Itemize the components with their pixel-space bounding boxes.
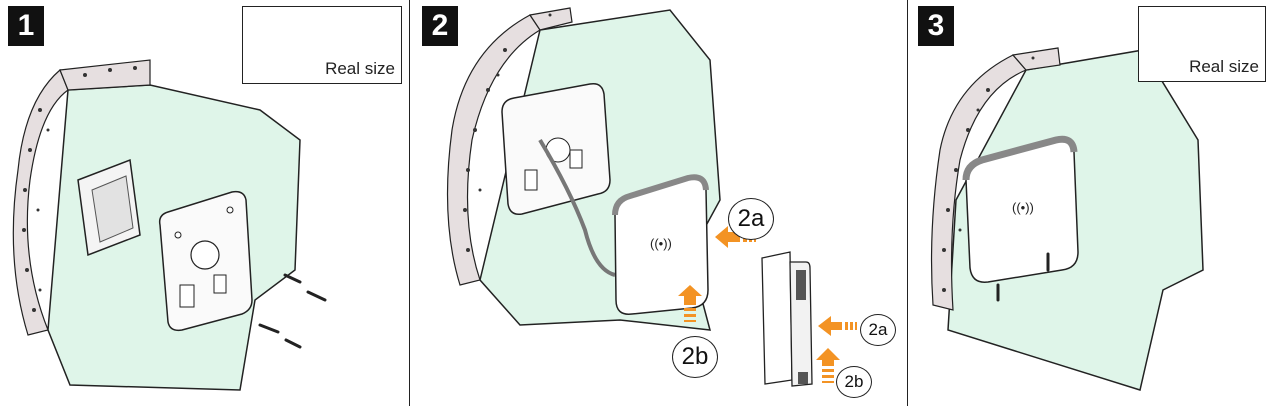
mounting-plate-icon (501, 82, 611, 216)
cable (538, 138, 616, 277)
step-number-badge: 3 (918, 6, 954, 46)
step-2-panel: ((•)) 2 2a 2b 2a 2b (410, 0, 907, 406)
nfc-reader-icon: ((•)) (962, 135, 1079, 283)
real-size-caption: Real size (325, 59, 395, 78)
callout-2a: 2a (728, 198, 774, 240)
callout-2a-small: 2a (860, 314, 896, 346)
orange-arrow-icon (816, 348, 840, 383)
wall-brick-icon (446, 7, 573, 286)
step-2-illustration: ((•)) (446, 7, 857, 387)
mounting-plate-icon (158, 190, 253, 332)
step-number-badge: 2 (422, 6, 458, 46)
panel-divider (409, 0, 410, 406)
reader-side-profile (761, 251, 813, 387)
contactless-symbol-icon: ((•)) (650, 236, 672, 251)
callout-2b-small: 2b (836, 366, 872, 398)
contactless-symbol-icon: ((•)) (1012, 200, 1034, 215)
panel-divider (907, 0, 908, 406)
real-size-screw-box: Real size (1138, 6, 1266, 82)
orange-arrow-icon (678, 285, 702, 322)
wall-box-icon (77, 158, 141, 257)
screw-icon (996, 252, 1050, 302)
step-number-badge: 1 (8, 6, 44, 46)
orange-arrow-icon (818, 316, 857, 336)
wall-brick-icon (930, 47, 1061, 311)
real-size-caption: Real size (1189, 57, 1259, 76)
nfc-reader-icon: ((•)) (612, 174, 709, 315)
step-3-panel: ((•)) 3 Real size (908, 0, 1274, 406)
wall-brick-icon (12, 59, 151, 336)
step-1-panel: 1 Real size (0, 0, 409, 406)
step-1-illustration (12, 24, 390, 391)
real-size-screw-box: Real size (242, 6, 402, 84)
callout-2b: 2b (672, 336, 718, 378)
screw-icon (258, 273, 327, 349)
step-3-illustration: ((•)) (930, 20, 1244, 391)
